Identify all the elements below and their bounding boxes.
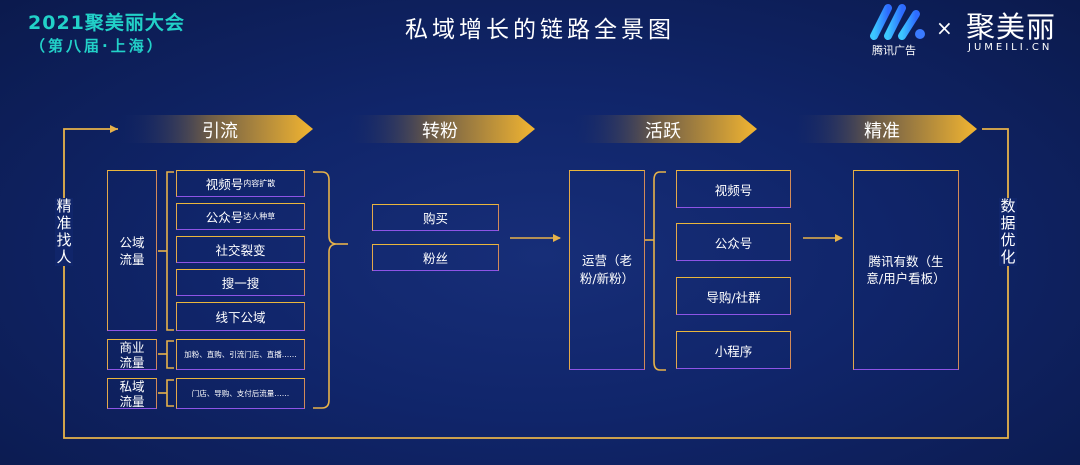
channel-search: 搜一搜 bbox=[176, 269, 305, 296]
source-label: 私域流量 bbox=[119, 378, 145, 409]
conversion-purchase: 购买 bbox=[372, 204, 499, 231]
page-title: 私域增长的链路全景图 bbox=[405, 17, 675, 43]
stage-banner-2 bbox=[345, 115, 535, 143]
touchpoint-label: 视频号 bbox=[714, 182, 753, 198]
channel-main: 社交裂变 bbox=[215, 243, 266, 258]
touchpoint-guide-community: 导购/社群 bbox=[676, 277, 791, 315]
source-public-traffic: 公域流量 bbox=[107, 170, 157, 331]
touchpoint-label: 公众号 bbox=[714, 235, 753, 251]
touchpoint-video-account: 视频号 bbox=[676, 170, 791, 208]
precision-box: 腾讯有数（生意/用户看板） bbox=[853, 170, 959, 370]
event-subtitle: （第八届·上海） bbox=[30, 37, 165, 55]
precision-label: 腾讯有数（生意/用户看板） bbox=[866, 254, 946, 286]
source-commercial-traffic: 商业流量 bbox=[107, 339, 157, 370]
conversion-fans: 粉丝 bbox=[372, 244, 499, 271]
channel-video-account: 视频号内容扩散 bbox=[176, 170, 305, 197]
touchpoint-official-account: 公众号 bbox=[676, 223, 791, 261]
channel-official-account: 公众号达人种草 bbox=[176, 203, 305, 230]
stage-banner-3 bbox=[570, 115, 757, 143]
touchpoint-label: 导购/社群 bbox=[706, 289, 761, 305]
touchpoint-label: 小程序 bbox=[714, 343, 753, 359]
commercial-traffic-detail: 加粉、直购、引流门店、直播…… bbox=[176, 339, 305, 370]
collab-times-sign: × bbox=[936, 16, 953, 40]
tencent-ads-label: 腾讯广告 bbox=[872, 44, 916, 57]
stage-label-active: 活跃 bbox=[645, 121, 681, 142]
detail-text: 加粉、直购、引流门店、直播…… bbox=[184, 350, 297, 359]
channel-main: 搜一搜 bbox=[221, 276, 260, 291]
conversion-label: 购买 bbox=[422, 211, 448, 226]
private-traffic-detail: 门店、导购、支付后流量…… bbox=[176, 378, 305, 409]
stage-label-fans: 转粉 bbox=[422, 121, 458, 142]
channel-main: 视频号 bbox=[205, 177, 244, 192]
detail-text: 门店、导购、支付后流量…… bbox=[191, 389, 290, 398]
operation-box: 运营（老粉/新粉） bbox=[569, 170, 645, 370]
jumeili-domain: JUMEILI.CN bbox=[968, 42, 1053, 53]
stage-banner-1 bbox=[120, 115, 313, 143]
left-side-text: 精准找人 bbox=[56, 197, 72, 266]
channel-offline-public: 线下公域 bbox=[176, 302, 305, 331]
stage-label-traffic: 引流 bbox=[202, 121, 238, 142]
touchpoint-mini-program: 小程序 bbox=[676, 331, 791, 369]
jumeili-logo-text: 聚美丽 bbox=[966, 10, 1057, 44]
tencent-ads-logo-icon bbox=[870, 4, 925, 40]
source-label: 商业流量 bbox=[119, 339, 145, 370]
stage-banner-4 bbox=[790, 115, 977, 143]
channel-main: 线下公域 bbox=[215, 310, 266, 325]
left-side-label: 精准找人 bbox=[55, 198, 73, 266]
source-private-traffic: 私域流量 bbox=[107, 378, 157, 409]
feedback-loop bbox=[63, 128, 1009, 439]
stage-label-precision: 精准 bbox=[864, 121, 900, 142]
event-title: 2021聚美丽大会 bbox=[28, 12, 185, 34]
channel-note: 内容扩散 bbox=[243, 179, 276, 188]
conversion-label: 粉丝 bbox=[422, 251, 448, 266]
channel-note: 达人种草 bbox=[243, 212, 276, 221]
source-label: 公域流量 bbox=[119, 234, 145, 267]
operation-label: 运营（老粉/新粉） bbox=[579, 253, 635, 286]
channel-social-fission: 社交裂变 bbox=[176, 236, 305, 263]
right-side-label: 数据优化 bbox=[999, 198, 1017, 266]
channel-main: 公众号 bbox=[205, 210, 244, 225]
right-side-text: 数据优化 bbox=[1000, 197, 1016, 266]
